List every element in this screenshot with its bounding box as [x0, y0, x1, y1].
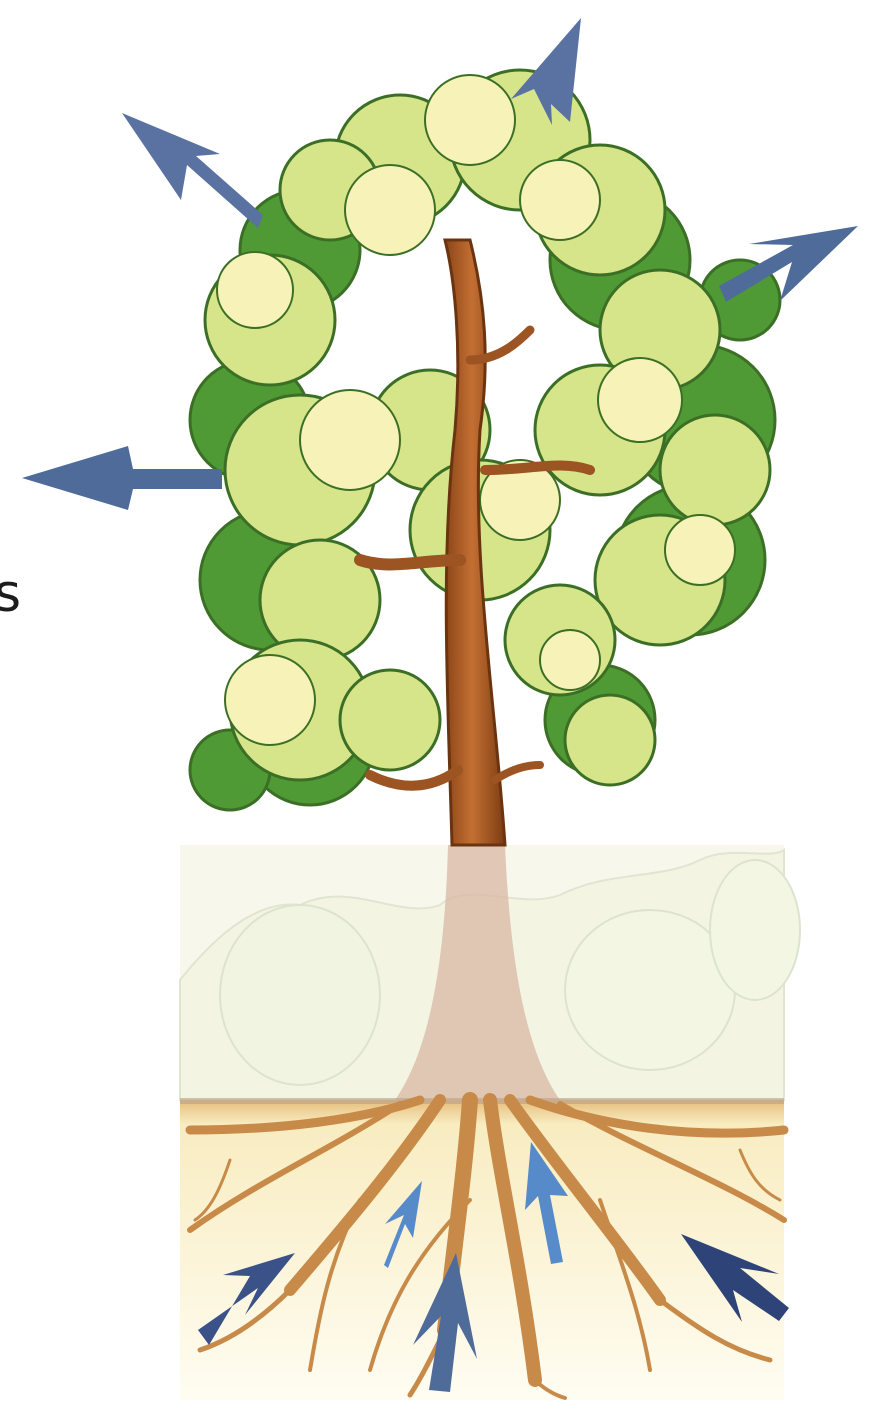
arrow-out-top-left — [122, 113, 263, 228]
arrow-out-left — [22, 446, 222, 510]
cropped-text-fragment: s — [0, 568, 21, 620]
